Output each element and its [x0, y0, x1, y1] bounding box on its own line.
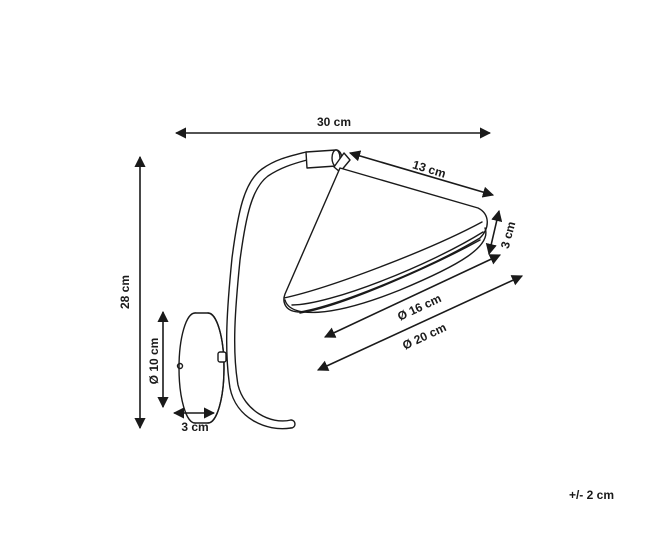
- outer-diameter-dimension-line: [316, 275, 524, 371]
- shade-length-dimension-line: [348, 150, 495, 198]
- outer-diameter-label: Ø 20 cm: [400, 320, 448, 352]
- screw-hole: [176, 362, 184, 370]
- tolerance-note: +/- 2 cm: [568, 488, 614, 502]
- lamp-shade: [283, 152, 488, 314]
- height-label: 28 cm: [118, 275, 132, 309]
- shade-depth-label: 3 cm: [498, 220, 519, 250]
- dimension-lines: [134, 127, 524, 430]
- shade-length-label: 13 cm: [411, 158, 448, 181]
- wall-base-plate: [176, 312, 227, 424]
- inner-diameter-label: Ø 16 cm: [395, 291, 443, 323]
- lamp-arm: [225, 149, 343, 430]
- lamp-outline: [176, 149, 488, 430]
- base-diameter-label: Ø 10 cm: [147, 338, 161, 385]
- width-label: 30 cm: [317, 115, 351, 129]
- arm-mount: [217, 351, 227, 363]
- base-depth-label: 3 cm: [181, 420, 208, 434]
- shade-depth-dimension-line: [485, 209, 503, 256]
